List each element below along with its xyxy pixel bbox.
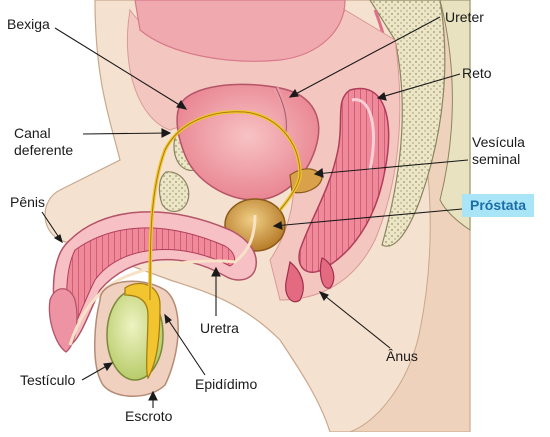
label-canal-deferente-2: deferente [14,142,74,158]
label-ureter: Ureter [445,9,484,25]
epididymis [124,282,161,380]
label-testiculo: Testículo [20,372,76,388]
label-canal-deferente-1: Canal [14,125,51,141]
intestine [134,0,346,62]
anal-canal [285,260,304,303]
leader-lines [41,16,469,408]
label-vesicula-2: seminal [472,151,521,167]
label-prostata: Próstata [462,194,535,217]
label-uretra: Uretra [200,320,239,336]
label-bexiga: Bexiga [7,16,50,32]
label-epididimo: Epidídimo [195,376,258,392]
label-anus: Ânus [386,348,418,364]
glans [48,288,78,353]
label-penis: Pênis [10,194,46,210]
urethra [68,214,257,346]
label-vesicula-1: Vesícula [472,134,525,150]
label-escroto: Escroto [125,408,173,424]
label-reto: Reto [462,65,492,81]
sacrum [369,0,446,247]
rectum [298,87,390,273]
spine-outer [439,0,471,231]
